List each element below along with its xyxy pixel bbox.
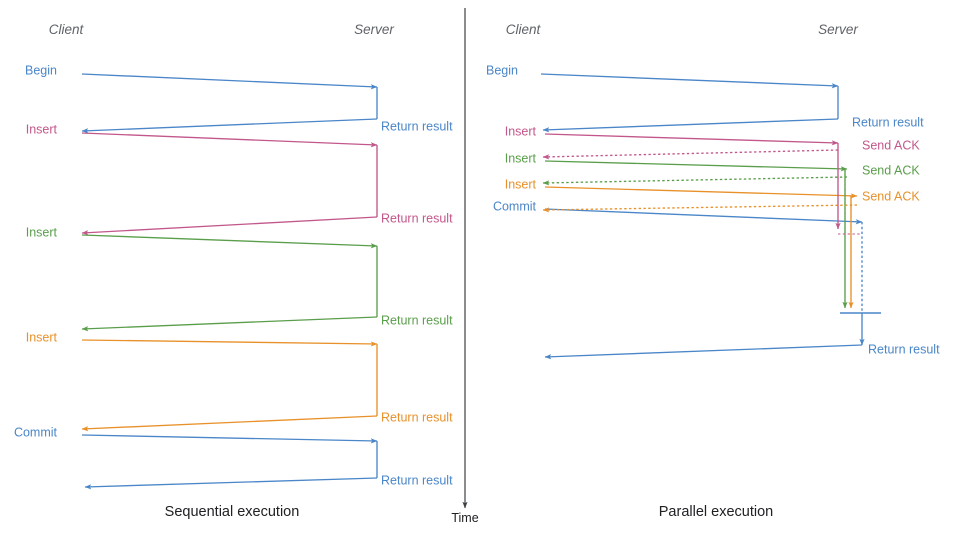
time-axis-label: Time xyxy=(451,511,478,525)
response-arrow-0 xyxy=(81,118,378,134)
response-arrow-2 xyxy=(81,316,378,332)
response-label-4: Return result xyxy=(381,473,453,487)
request-label-0: Begin xyxy=(25,63,57,77)
request-arrow-2 xyxy=(544,160,848,172)
time-axis-group: Time xyxy=(451,8,479,525)
panel-caption-sequential: Sequential execution xyxy=(165,504,300,520)
ack-label-0: Return result xyxy=(852,115,924,129)
ack-arrow-2 xyxy=(542,176,848,186)
response-label-2: Return result xyxy=(381,313,453,327)
request-arrow-2 xyxy=(81,234,378,249)
response-label-1: Return result xyxy=(381,211,453,225)
response-arrow-1 xyxy=(81,216,378,236)
final-response-arrow xyxy=(544,344,863,360)
lane-header-client: Client xyxy=(49,22,85,37)
ack-label-2: Send ACK xyxy=(862,163,920,177)
request-arrow-0 xyxy=(81,73,378,90)
request-arrow-4 xyxy=(544,208,863,225)
final-response-label: Return result xyxy=(868,342,940,356)
request-label-3: Insert xyxy=(26,330,58,344)
ack-label-3: Send ACK xyxy=(862,189,920,203)
ack-arrow-3 xyxy=(542,204,858,213)
lane-header-server: Server xyxy=(354,22,394,37)
request-label-1: Insert xyxy=(505,124,537,138)
request-label-2: Insert xyxy=(26,225,58,239)
lane-header-server: Server xyxy=(818,22,858,37)
ack-arrow-1 xyxy=(542,149,839,160)
request-label-2: Insert xyxy=(505,151,537,165)
request-label-1: Insert xyxy=(26,122,58,136)
request-label-0: Begin xyxy=(486,63,518,77)
request-arrow-4 xyxy=(81,434,378,444)
response-arrow-3 xyxy=(81,415,378,432)
response-label-0: Return result xyxy=(381,119,453,133)
request-label-3: Insert xyxy=(505,177,537,191)
request-label-4: Commit xyxy=(493,199,537,213)
request-arrow-1 xyxy=(544,133,839,146)
panel-caption-parallel: Parallel execution xyxy=(659,504,773,520)
request-arrow-1 xyxy=(81,132,378,148)
ack-label-1: Send ACK xyxy=(862,138,920,152)
request-arrow-3 xyxy=(81,339,378,347)
request-label-4: Commit xyxy=(14,425,58,439)
response-arrow-4 xyxy=(84,477,378,490)
request-arrow-3 xyxy=(544,186,858,199)
lane-header-client: Client xyxy=(506,22,542,37)
ack-arrow-0 xyxy=(542,118,839,133)
request-arrow-0 xyxy=(540,73,839,89)
response-label-3: Return result xyxy=(381,410,453,424)
